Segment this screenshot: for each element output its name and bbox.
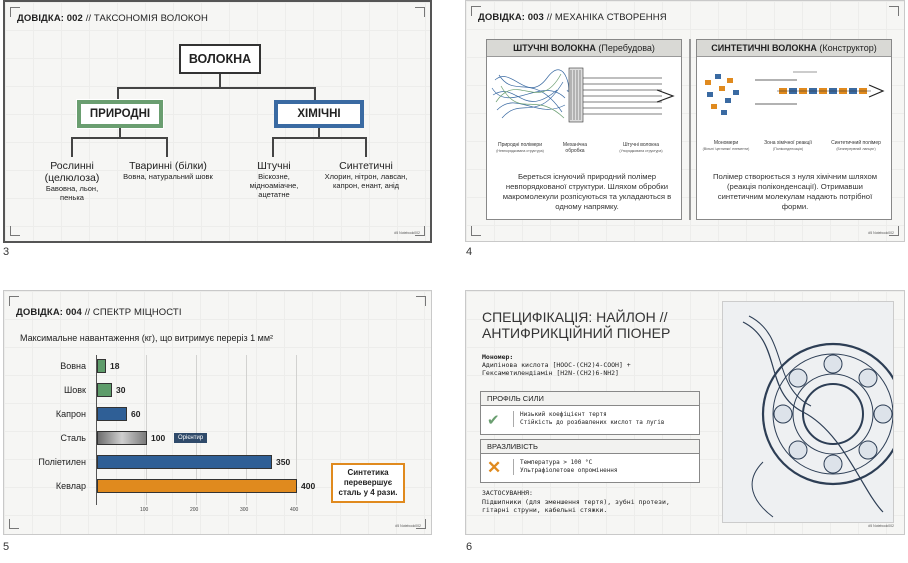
chart-title: Максимальне навантаження (кг), що витрим…	[20, 333, 274, 343]
bar-value: 60	[131, 409, 141, 419]
slide-number: 6	[466, 541, 473, 553]
slide-title: ДОВІДКА: 002 // ТАКСОНОМІЯ ВОЛОКОН	[17, 13, 208, 24]
synthetic-panel: СИНТЕТИЧНІ ВОЛОКНА (Конструктор) Мономер…	[696, 39, 892, 220]
bar	[97, 431, 147, 445]
root-node: ВОЛОКНА	[179, 44, 261, 74]
reference-tag: Орієнтир	[174, 433, 208, 443]
slide-title: ДОВІДКА: 003 // МЕХАНІКА СТВОРЕННЯ	[478, 12, 667, 23]
category-label: Вовна	[60, 361, 86, 371]
polymerization-diagram	[705, 71, 885, 115]
slide-thumbnail-6[interactable]: СПЕЦИФІКАЦІЯ: НАЙЛОН // АНТИФРИКЦІЙНИЙ П…	[465, 290, 905, 535]
x-gridline	[196, 355, 197, 505]
fiber-alignment-diagram	[491, 67, 675, 123]
check-icon: ✔	[487, 412, 500, 429]
bar	[97, 383, 112, 397]
bar	[97, 455, 272, 469]
artificial-panel: ШТУЧНІ ВОЛОКНА (Перебудова) Природні пол…	[486, 39, 682, 220]
x-tick-label: 300	[240, 507, 249, 513]
x-gridline	[296, 355, 297, 505]
chart-callout: Синтетика перевершує сталь у 4 рази.	[331, 463, 405, 503]
leaf-plant: Рослинні (целюлоза)Бавовна, льон, пенька	[44, 160, 100, 202]
slide-thumbnail-3[interactable]: ДОВІДКА: 002 // ТАКСОНОМІЯ ВОЛОКОН ВОЛОК…	[3, 0, 432, 243]
x-gridline	[146, 355, 147, 505]
bar-value: 30	[116, 385, 126, 395]
category-label: Шовк	[64, 385, 86, 395]
x-gridline	[246, 355, 247, 505]
slide-number: 5	[3, 541, 10, 553]
category-label: Поліетилен	[38, 457, 86, 467]
slide-thumbnail-5[interactable]: ДОВІДКА: 004 // СПЕКТР МІЦНОСТІ Максимал…	[3, 290, 432, 535]
bar-value: 400	[301, 481, 316, 491]
chemical-node: ХІМІЧНІ	[274, 100, 364, 128]
natural-node: ПРИРОДНІ	[76, 99, 164, 129]
x-tick-label: 100	[140, 507, 149, 513]
bar-value: 100	[151, 433, 166, 443]
category-label: Капрон	[55, 409, 86, 419]
cross-icon: ✕	[487, 458, 502, 477]
bar	[97, 359, 106, 373]
slide-number: 3	[3, 246, 10, 258]
bar-value: 350	[276, 457, 291, 467]
bearing-illustration	[722, 301, 894, 523]
synthetic-description: Полімер створюється з нуля хімічним шлях…	[712, 172, 878, 211]
category-label: Сталь	[60, 433, 86, 443]
x-tick-label: 200	[190, 507, 199, 513]
slide-title: ДОВІДКА: 004 // СПЕКТР МІЦНОСТІ	[16, 307, 182, 318]
y-axis	[96, 355, 97, 505]
slide-footnote: #5 Notebook002	[394, 231, 420, 235]
slide-title: СПЕЦИФІКАЦІЯ: НАЙЛОН // АНТИФРИКЦІЙНИЙ П…	[482, 309, 671, 341]
artificial-description: Береться існуючий природний полімер невп…	[502, 172, 672, 211]
grid-background	[5, 2, 430, 241]
category-label: Кевлар	[55, 481, 86, 491]
x-tick-label: 400	[290, 507, 299, 513]
slide-number: 4	[466, 246, 473, 258]
leaf-animal: Тваринні (білки)Вовна, натуральний шовк	[123, 160, 213, 181]
bar-value: 18	[110, 361, 120, 371]
slide-thumbnail-4[interactable]: ДОВІДКА: 003 // МЕХАНІКА СТВОРЕННЯ ШТУЧН…	[465, 0, 905, 242]
bar	[97, 407, 127, 421]
bar	[97, 479, 297, 493]
